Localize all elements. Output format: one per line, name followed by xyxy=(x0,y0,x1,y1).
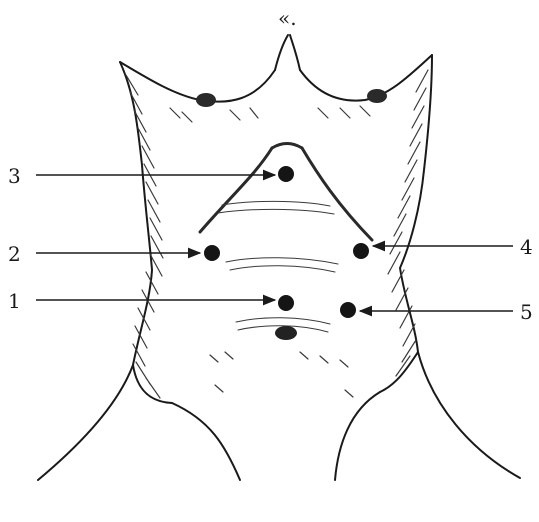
label-5: 5 xyxy=(520,300,533,324)
port-markers xyxy=(204,166,369,318)
label-1: 1 xyxy=(8,289,21,313)
shading-hatch xyxy=(126,70,428,398)
label-3: 3 xyxy=(8,164,21,188)
rib-cage-outline xyxy=(200,144,372,241)
left-nipple-icon xyxy=(196,93,216,107)
port-3-dot xyxy=(278,166,294,182)
nipples xyxy=(196,89,387,107)
top-mark: «. xyxy=(278,6,297,30)
port-4-dot xyxy=(353,243,369,259)
port-1-dot xyxy=(278,295,294,311)
leader-arrows xyxy=(36,175,513,311)
umbilicus-icon xyxy=(275,326,297,340)
label-2: 2 xyxy=(8,242,21,266)
port-2-dot xyxy=(204,245,220,261)
port-5-dot xyxy=(340,302,356,318)
label-4: 4 xyxy=(520,235,533,259)
right-nipple-icon xyxy=(367,89,387,103)
